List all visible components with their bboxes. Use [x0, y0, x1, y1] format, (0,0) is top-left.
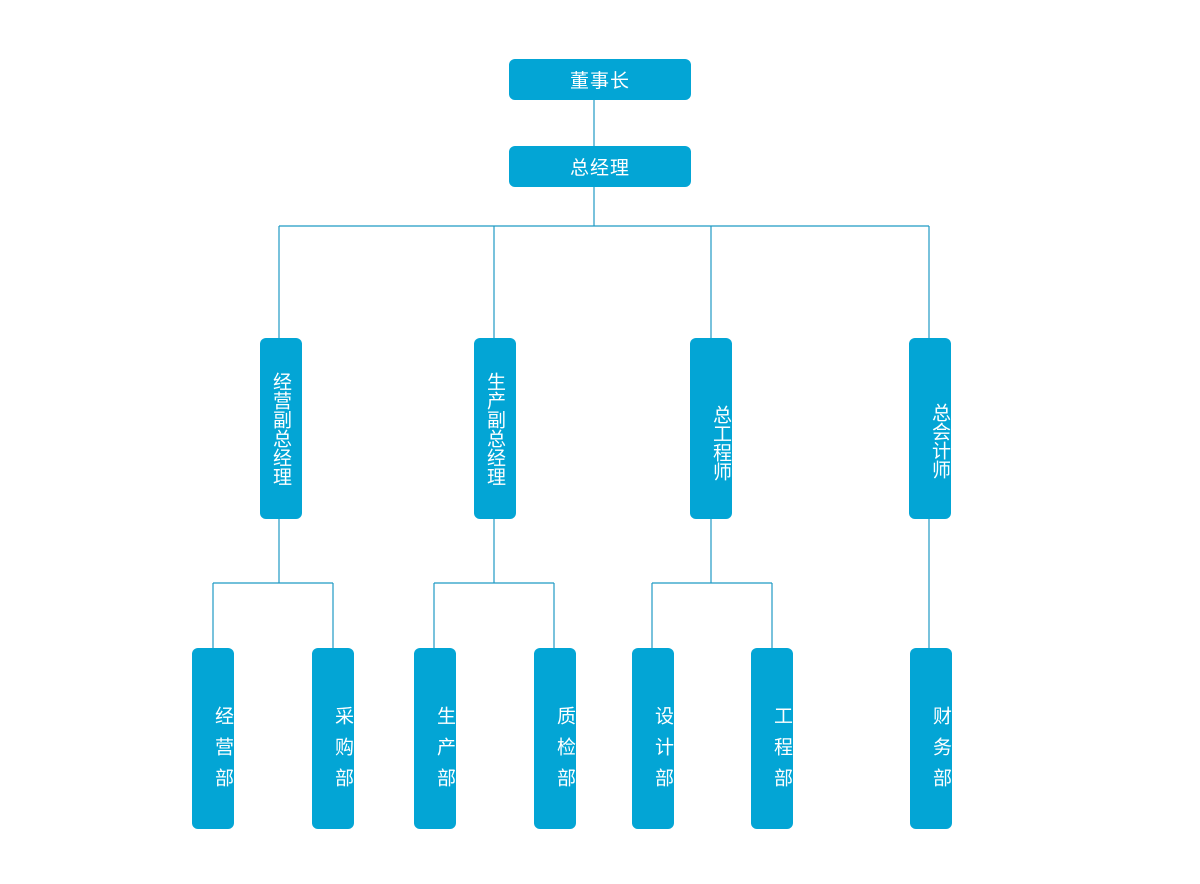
- node-business-vp[interactable]: 经营副总经理: [260, 338, 302, 519]
- node-finance-dept-label: 财务部: [930, 706, 952, 799]
- node-qc-dept-label: 质检部: [554, 706, 576, 799]
- node-production-dept[interactable]: 生产部: [414, 648, 456, 829]
- node-general-manager[interactable]: 总经理: [509, 146, 691, 187]
- node-chairman[interactable]: 董事长: [509, 59, 691, 100]
- node-chief-accountant[interactable]: 总会计师: [909, 338, 951, 519]
- node-qc-dept[interactable]: 质检部: [534, 648, 576, 829]
- node-production-vp-label: 生产副总经理: [484, 371, 506, 486]
- node-design-dept-label: 设计部: [652, 706, 674, 799]
- node-chief-engineer-label: 总工程师: [710, 404, 732, 481]
- node-engineering-dept[interactable]: 工程部: [751, 648, 793, 829]
- node-business-vp-label: 经营副总经理: [270, 371, 292, 486]
- node-business-dept-label: 经营部: [212, 706, 234, 799]
- node-production-vp[interactable]: 生产副总经理: [474, 338, 516, 519]
- node-chief-accountant-label: 总会计师: [929, 402, 951, 479]
- node-purchasing-dept[interactable]: 采购部: [312, 648, 354, 829]
- node-purchasing-dept-label: 采购部: [332, 706, 354, 799]
- node-production-dept-label: 生产部: [434, 706, 456, 799]
- node-engineering-dept-label: 工程部: [771, 706, 793, 799]
- node-finance-dept[interactable]: 财务部: [910, 648, 952, 829]
- node-business-dept[interactable]: 经营部: [192, 648, 234, 829]
- node-chairman-label: 董事长: [569, 70, 630, 92]
- node-design-dept[interactable]: 设计部: [632, 648, 674, 829]
- node-chief-engineer[interactable]: 总工程师: [690, 338, 732, 519]
- node-general-manager-label: 总经理: [569, 157, 630, 179]
